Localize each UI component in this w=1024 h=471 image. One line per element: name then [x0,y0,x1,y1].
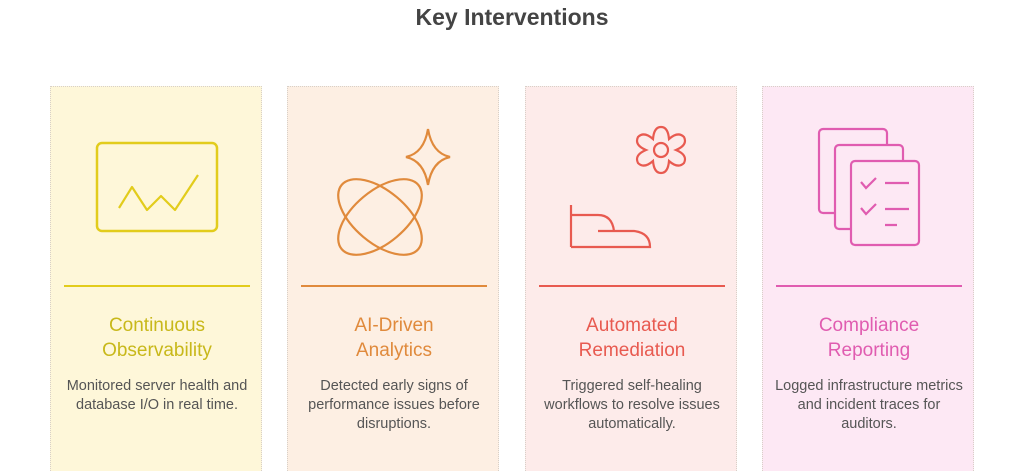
divider [301,285,487,287]
card-title-line: Continuous [108,315,206,336]
card-title-line: AI-Driven [354,315,434,336]
chart-monitor-icon [95,141,219,233]
divider [539,285,725,287]
card-title-line: Reporting [827,340,911,361]
card-description: Monitored server health and database I/O… [66,378,248,413]
card-title-line: Automated [586,315,678,336]
gear-hand-icon [569,125,687,249]
page-title: Key Interventions [415,4,609,30]
divider [64,285,250,287]
card-description: Triggered self-healing workflows to reso… [544,378,720,432]
orbit-sparkle-icon [337,128,451,256]
card-title-line: Analytics [355,340,433,361]
card-title-line: Remediation [578,340,686,361]
card-description: Detected early signs of performance issu… [308,378,480,432]
card-title-line: Compliance [818,315,920,336]
divider [776,285,962,287]
card-description: Logged infrastructure metrics and incide… [775,378,963,432]
checklist-documents-icon [817,127,921,247]
card-title-line: Observability [102,340,212,361]
